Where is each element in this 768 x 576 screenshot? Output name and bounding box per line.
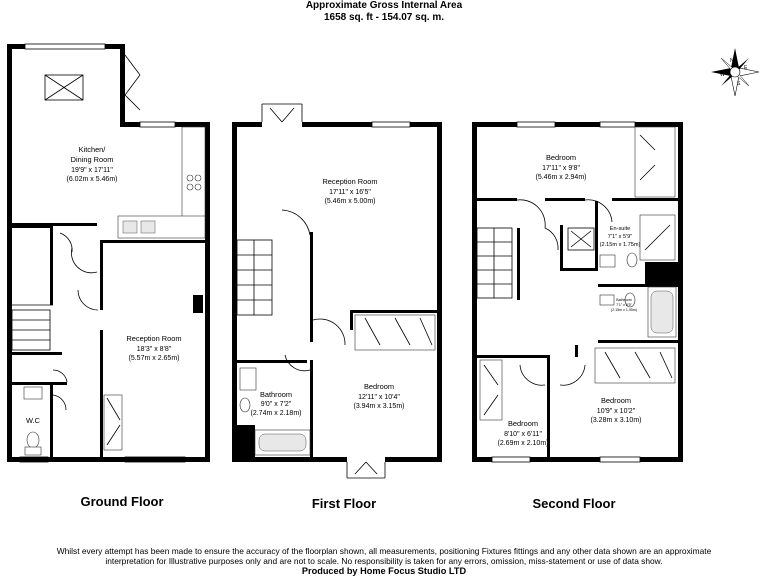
first-floor-label: First Floor: [311, 496, 377, 511]
first-bedroom-dims-imperial: 12'11" x 10'4": [358, 394, 400, 401]
kitchen-dining-name-2: Dining Room: [71, 155, 114, 164]
second-bathroom-name: Bathroom: [616, 298, 632, 302]
second-right-bedroom-name: Bedroom: [601, 396, 631, 405]
second-left-bedroom-name: Bedroom: [508, 419, 538, 428]
area-value: 1658 sq. ft - 154.07 sq. m.: [323, 12, 445, 23]
ground-floor-label: Ground Floor: [80, 494, 164, 509]
compass-w: W: [720, 72, 725, 78]
second-right-bedroom-dims-imperial: 10'9" x 10'2": [597, 408, 636, 415]
ensuite-dims-imperial: 7'1" x 5'9": [608, 234, 632, 240]
second-floor-label: Second Floor: [532, 496, 616, 511]
first-reception-dims-metric: (5.46m x 5.00m): [325, 198, 376, 205]
first-reception-dims-imperial: 17'11" x 16'5": [329, 189, 371, 196]
first-bedroom-dims-metric: (3.94m x 3.15m): [354, 403, 405, 410]
disclaimer-line-2: interpretation for Illustrative purposes…: [105, 556, 663, 566]
ground-reception-dims-imperial: 18'3" x 8'8": [137, 346, 172, 353]
compass-s: S: [737, 81, 741, 87]
second-main-bedroom-name: Bedroom: [546, 153, 576, 162]
compass-rose-icon: N E S W: [711, 48, 760, 97]
compass-e: E: [744, 65, 748, 71]
area-title: Approximate Gross Internal Area: [305, 0, 463, 11]
second-bathroom-dims-metric: (2.15m x 1.95m): [611, 308, 637, 312]
second-left-bedroom-dims-metric: (2.69m x 2.10m): [498, 440, 549, 447]
ground-floor-plan: [7, 43, 210, 463]
kitchen-dining-dims-imperial: 19'9" x 17'11": [71, 167, 113, 174]
first-bedroom-name: Bedroom: [364, 382, 394, 391]
second-left-bedroom-dims-imperial: 8'10" x 6'11": [504, 431, 542, 438]
kitchen-dining-dims-metric: (6.02m x 5.46m): [67, 176, 118, 183]
second-floor-plan: [472, 121, 683, 463]
compass-n: N: [730, 58, 734, 64]
ground-reception-dims-metric: (5.57m x 2.65m): [129, 355, 180, 362]
first-floor-plan: [232, 103, 442, 479]
second-right-bedroom-dims-metric: (3.28m x 3.10m): [591, 417, 642, 424]
wc-name: W.C: [26, 416, 41, 425]
disclaimer-line-1: Whilst every attempt has been made to en…: [56, 546, 712, 556]
first-bathroom-dims-imperial: 9'0" x 7'2": [261, 401, 292, 408]
ensuite-name: En-suite: [610, 226, 631, 232]
second-bathroom-dims-imperial: 7'1" x 6'5": [616, 303, 632, 307]
first-reception-name: Reception Room: [322, 177, 377, 186]
second-main-bedroom-dims-imperial: 17'11" x 9'8": [542, 165, 580, 172]
kitchen-dining-name: Kitchen/: [79, 145, 107, 154]
first-bathroom-name: Bathroom: [260, 390, 292, 399]
ensuite-dims-metric: (2.15m x 1.75m): [600, 242, 641, 248]
first-bathroom-dims-metric: (2.74m x 2.18m): [251, 410, 302, 417]
producer-credit: Produced by Home Focus Studio LTD: [301, 566, 467, 576]
second-main-bedroom-dims-metric: (5.46m x 2.94m): [536, 174, 587, 181]
ground-reception-name: Reception Room: [126, 334, 181, 343]
